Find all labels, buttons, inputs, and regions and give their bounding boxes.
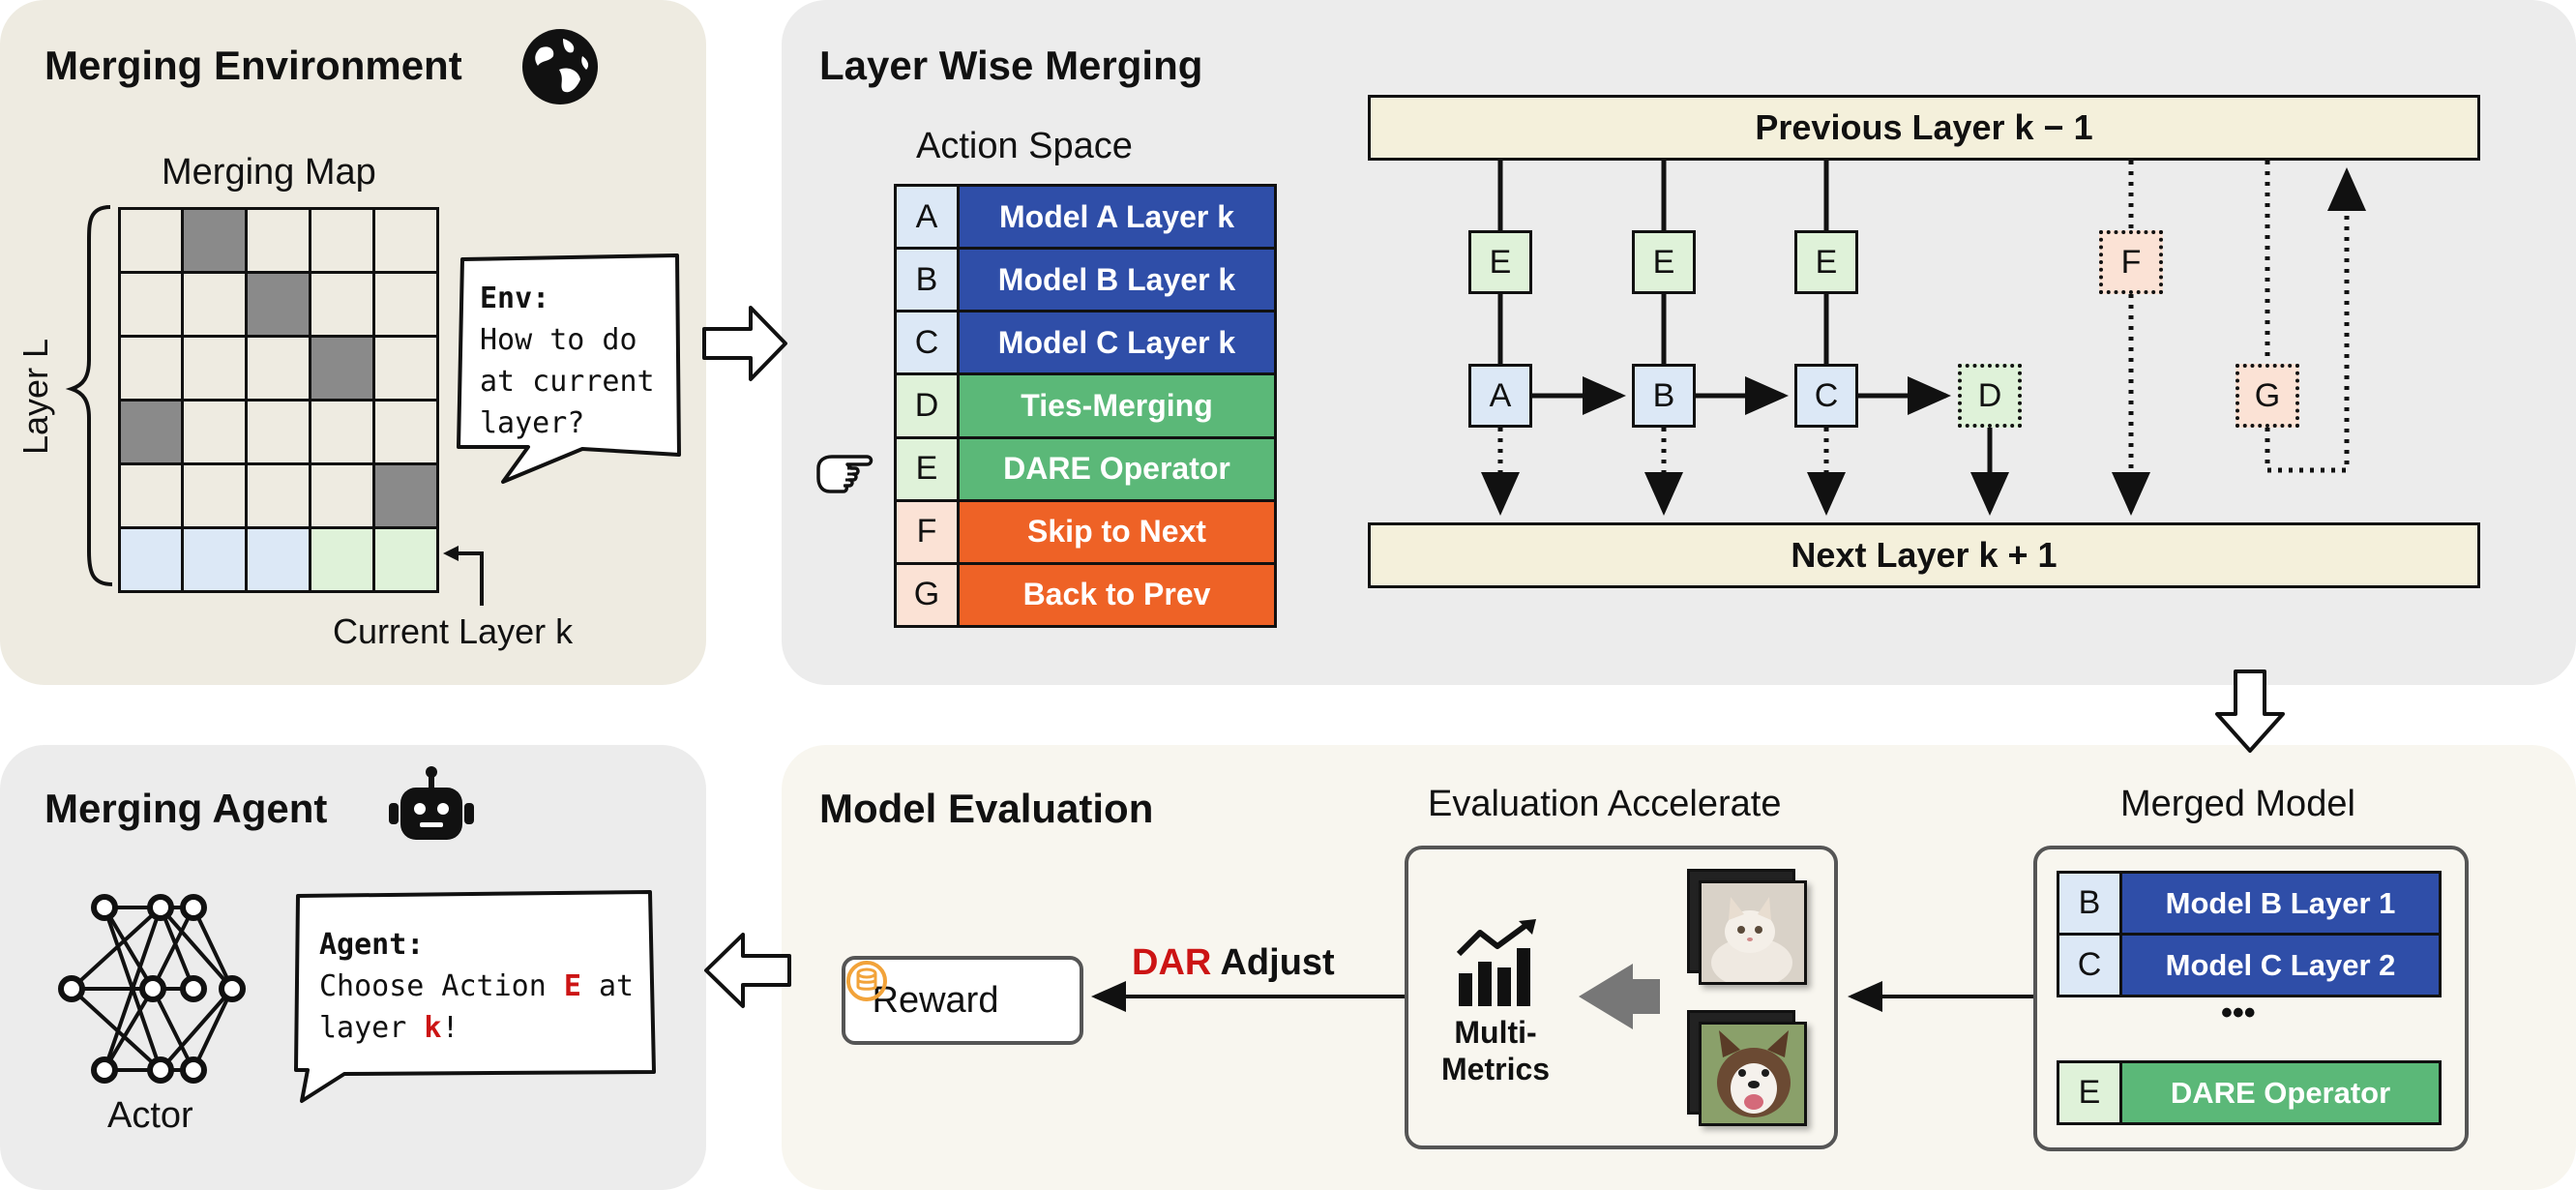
action-option-c: Model C Layer k [957, 310, 1277, 376]
env-bubble-prefix: Env: [480, 282, 550, 315]
action-letter-f: F [894, 498, 960, 565]
merging-environment-title: Merging Environment [44, 43, 462, 88]
merged-letter-c: C [2057, 933, 2122, 997]
layer-wise-merging-title: Layer Wise Merging [819, 43, 1203, 88]
agent-bubble-text: Agent: Choose Action E at layer k! [319, 924, 634, 1049]
actor-node [219, 975, 246, 1002]
bar-chart-icon [1455, 919, 1544, 1006]
map-cell [371, 526, 439, 593]
merged-ellipsis: ••• [2221, 995, 2256, 1031]
dar-adjust-label: DAR Adjust [1132, 942, 1335, 984]
actor-node [180, 975, 207, 1002]
actor-node [147, 894, 174, 921]
flow-node-d: D [1958, 364, 2022, 428]
merging-agent-title: Merging Agent [44, 786, 328, 831]
current-layer-label: Current Layer k [333, 611, 574, 651]
map-cell [244, 526, 311, 593]
merged-layer-c: Model C Layer 2 [2119, 933, 2442, 997]
flow-node-a: A [1468, 364, 1532, 428]
map-cell [244, 207, 311, 274]
env-bubble-line-3: layer? [480, 406, 585, 440]
actor-node [58, 975, 85, 1002]
dog-photo [1699, 1022, 1807, 1126]
agent-bubble-line-2: layer k! [319, 1011, 459, 1045]
multi-metrics-label: Multi- Metrics [1441, 1015, 1551, 1086]
flow-node-c: C [1794, 364, 1858, 428]
flow-node-f: F [2099, 230, 2163, 294]
robot-icon [387, 764, 476, 844]
merging-map-grid [118, 207, 439, 593]
actor-label: Actor [107, 1095, 193, 1136]
dar-word: DAR [1132, 942, 1212, 983]
agent-bubble-prefix: Agent: [319, 928, 425, 962]
map-cell [371, 207, 439, 274]
action-option-a: Model A Layer k [957, 184, 1277, 251]
action-option-e: DARE Operator [957, 435, 1277, 502]
actor-node [91, 1056, 118, 1084]
env-bubble-text: Env: How to do at current layer? [480, 278, 655, 444]
merged-model-box [2033, 846, 2469, 1151]
action-option-g: Back to Prev [957, 561, 1277, 628]
flow-node-g: G [2235, 364, 2299, 428]
merged-letter-e: E [2057, 1060, 2122, 1125]
actor-node [147, 1056, 174, 1084]
adjust-word: Adjust [1220, 942, 1335, 983]
map-cell [308, 335, 375, 402]
map-cell [180, 207, 248, 274]
action-option-f: Skip to Next [957, 498, 1277, 565]
model-evaluation-title: Model Evaluation [819, 786, 1154, 831]
merged-model-title: Merged Model [2120, 784, 2355, 824]
action-option-d: Ties-Merging [957, 372, 1277, 439]
map-cell [118, 462, 185, 529]
cat-photo [1699, 880, 1807, 985]
evaluation-accelerate-box [1405, 846, 1838, 1149]
map-cell [180, 462, 248, 529]
next-layer-bar: Next Layer k + 1 [1368, 522, 2480, 588]
agent-bubble-line-1: Choose Action E at [319, 969, 635, 1003]
merged-letter-b: B [2057, 871, 2122, 936]
agent-action-highlight: E [563, 969, 581, 1003]
evaluation-accelerate-title: Evaluation Accelerate [1428, 784, 1782, 824]
merging-map-title: Merging Map [162, 152, 376, 193]
actor-node [180, 894, 207, 921]
pointing-hand-icon [813, 445, 876, 499]
action-letter-b: B [894, 247, 960, 313]
merged-layer-e: DARE Operator [2119, 1060, 2442, 1125]
env-bubble-line-1: How to do [480, 323, 637, 357]
flow-node-b: B [1632, 364, 1696, 428]
globe-icon [520, 27, 600, 106]
env-bubble-line-2: at current [480, 365, 655, 399]
agent-layer-highlight: k [424, 1011, 442, 1045]
flow-node-e-3: E [1794, 230, 1858, 294]
previous-layer-bar: Previous Layer k − 1 [1368, 95, 2480, 161]
flow-node-e-1: E [1468, 230, 1532, 294]
actor-node [91, 894, 118, 921]
reward-label: Reward [872, 979, 999, 1021]
flow-node-e-2: E [1632, 230, 1696, 294]
actor-node [180, 1056, 207, 1084]
reward-box: Reward [842, 956, 1083, 1045]
actor-node [139, 975, 166, 1002]
action-space-title: Action Space [916, 126, 1133, 166]
coin-icon [846, 961, 1052, 1022]
